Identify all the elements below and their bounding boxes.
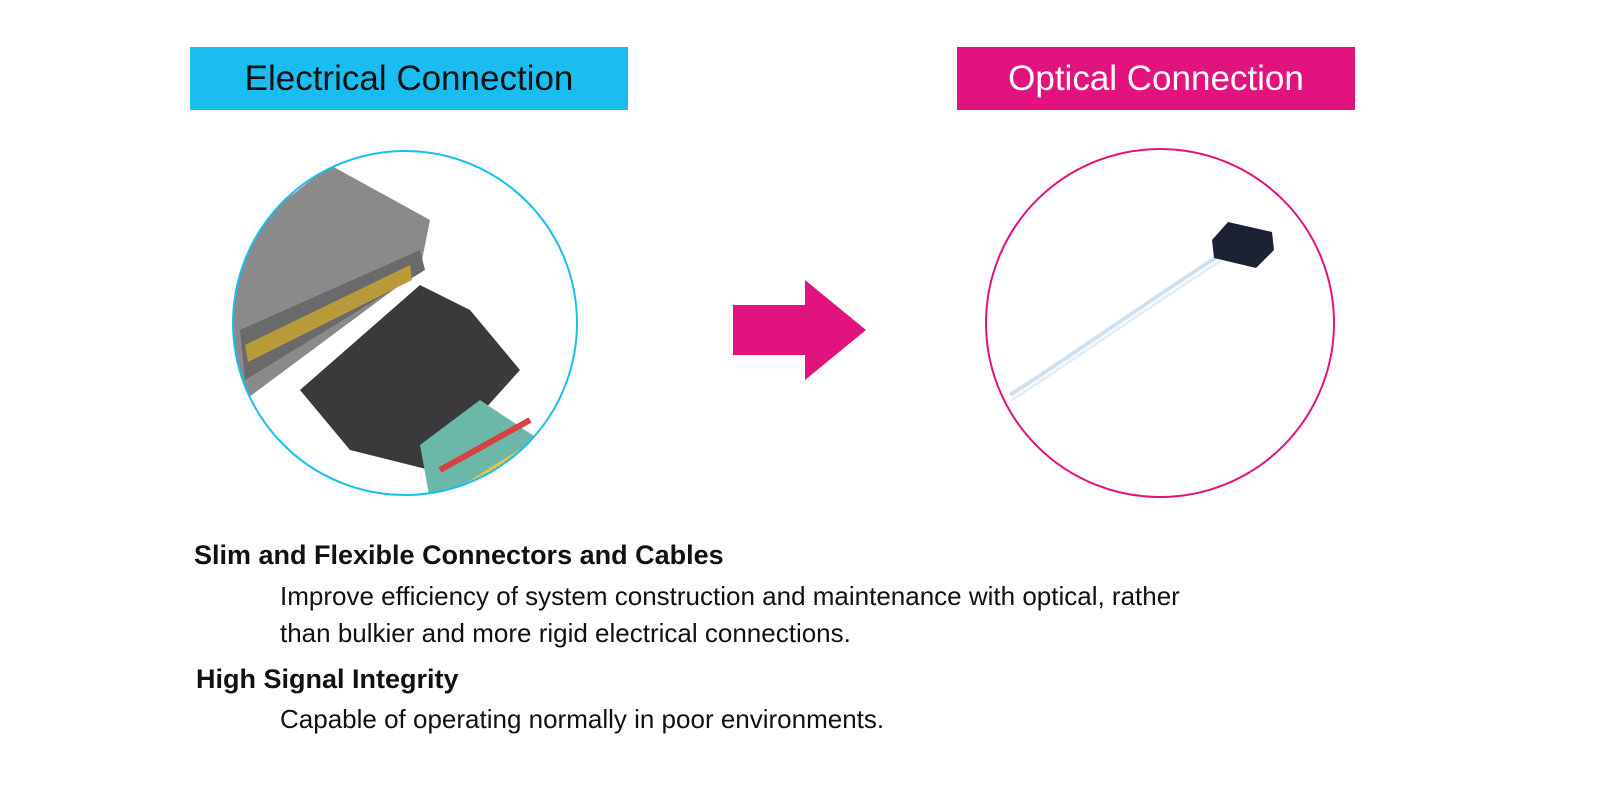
description-line: Capable of operating normally in poor en… <box>280 704 885 734</box>
electrical-circle <box>232 150 578 496</box>
feature-title: Slim and Flexible Connectors and Cables <box>194 540 724 570</box>
electrical-connection-label: Electrical Connection <box>190 47 628 110</box>
feature-description: Capable of operating normally in poor en… <box>280 701 1430 738</box>
feature-title: High Signal Integrity <box>196 664 459 694</box>
optical-connection-label: Optical Connection <box>957 47 1355 110</box>
description-line: than bulkier and more rigid electrical c… <box>280 618 851 648</box>
description-line: Improve efficiency of system constructio… <box>280 581 1180 611</box>
optical-circle <box>985 148 1335 498</box>
electrical-connector-image <box>233 151 577 495</box>
feature-description: Improve efficiency of system constructio… <box>280 578 1430 652</box>
optical-connector-image <box>1008 222 1274 402</box>
arrow-right-icon <box>733 280 866 380</box>
